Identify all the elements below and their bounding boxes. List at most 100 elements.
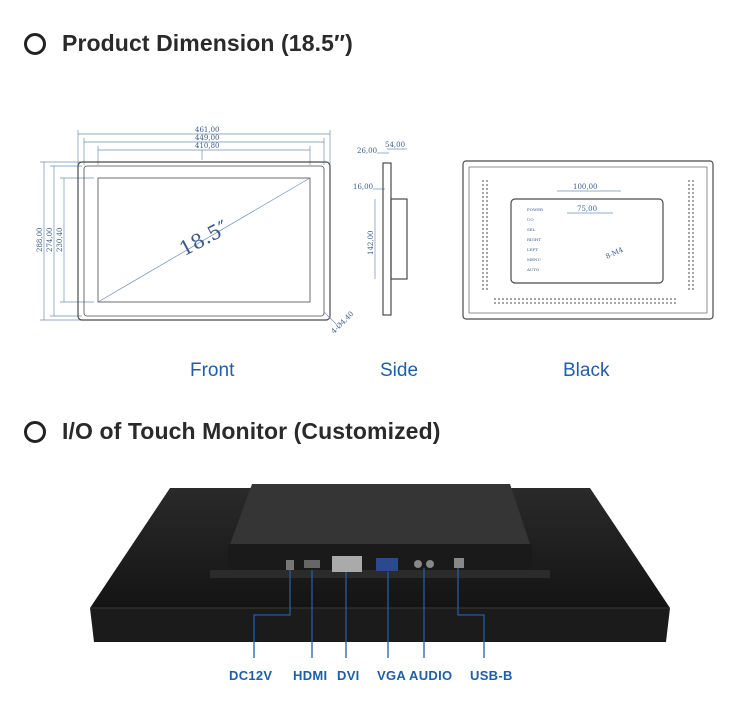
vent-hole xyxy=(486,228,488,230)
vent-hole xyxy=(566,298,568,300)
osd-button-label: RIGHT xyxy=(527,237,541,242)
osd-button-label: MENU xyxy=(527,257,542,262)
vent-hole xyxy=(482,288,484,290)
vent-hole xyxy=(590,302,592,304)
side-height-box: 142,00 xyxy=(367,231,375,256)
driver-box xyxy=(228,484,532,550)
vent-hole xyxy=(670,298,672,300)
vent-hole xyxy=(688,268,690,270)
vent-hole xyxy=(692,220,694,222)
vent-hole xyxy=(638,302,640,304)
vent-hole xyxy=(602,298,604,300)
vent-hole xyxy=(578,298,580,300)
vent-hole xyxy=(610,298,612,300)
vent-hole xyxy=(502,302,504,304)
vent-hole xyxy=(692,272,694,274)
circle-bullet-icon xyxy=(24,32,46,55)
vent-hole xyxy=(570,298,572,300)
vent-hole xyxy=(510,298,512,300)
vent-hole xyxy=(654,298,656,300)
vent-hole xyxy=(688,272,690,274)
vent-hole xyxy=(688,280,690,282)
vent-hole xyxy=(518,302,520,304)
vent-hole xyxy=(558,302,560,304)
vent-hole xyxy=(688,220,690,222)
vent-hole xyxy=(518,298,520,300)
vent-hole xyxy=(622,298,624,300)
vent-hole xyxy=(482,208,484,210)
vent-hole xyxy=(692,256,694,258)
vent-hole xyxy=(606,302,608,304)
vent-hole xyxy=(688,204,690,206)
vent-hole xyxy=(482,284,484,286)
vent-hole xyxy=(688,256,690,258)
monitor-rear-photo xyxy=(90,484,670,658)
vent-hole xyxy=(562,298,564,300)
vent-hole xyxy=(582,298,584,300)
vent-hole xyxy=(688,232,690,234)
dc-port xyxy=(286,560,294,570)
port-label-audio: AUDIO xyxy=(409,668,453,683)
vent-hole xyxy=(482,220,484,222)
vent-hole xyxy=(630,298,632,300)
vent-hole xyxy=(688,276,690,278)
vent-hole xyxy=(562,302,564,304)
vent-hole xyxy=(534,298,536,300)
vent-hole xyxy=(482,252,484,254)
vent-hole xyxy=(482,212,484,214)
vent-hole xyxy=(482,280,484,282)
vent-hole xyxy=(486,268,488,270)
vent-hole xyxy=(494,298,496,300)
vent-hole xyxy=(482,184,484,186)
vent-hole xyxy=(590,298,592,300)
vent-hole xyxy=(574,298,576,300)
vent-hole xyxy=(670,302,672,304)
vent-hole xyxy=(486,252,488,254)
vent-hole xyxy=(542,302,544,304)
circle-bullet-icon xyxy=(24,420,46,443)
vent-hole xyxy=(692,228,694,230)
vent-hole xyxy=(570,302,572,304)
section-heading-io: I/O of Touch Monitor (Customized) xyxy=(24,418,441,445)
vent-hole xyxy=(630,302,632,304)
vent-hole xyxy=(514,298,516,300)
vent-hole xyxy=(692,264,694,266)
vent-hole xyxy=(510,302,512,304)
vent-hole xyxy=(482,200,484,202)
vent-hole xyxy=(538,298,540,300)
vent-hole xyxy=(662,302,664,304)
vent-hole xyxy=(486,216,488,218)
hdmi-port xyxy=(304,560,320,568)
vent-hole xyxy=(486,260,488,262)
vent-hole xyxy=(558,298,560,300)
vent-hole xyxy=(530,298,532,300)
vent-hole xyxy=(482,244,484,246)
vent-hole xyxy=(566,302,568,304)
osd-button-label: POWER xyxy=(527,207,544,212)
vent-hole xyxy=(546,302,548,304)
vent-holes xyxy=(482,180,694,304)
back-screw-label: 8-M4 xyxy=(604,246,625,261)
vga-port xyxy=(376,558,398,571)
vent-hole xyxy=(688,284,690,286)
vent-hole xyxy=(486,212,488,214)
vent-hole xyxy=(482,260,484,262)
vent-hole xyxy=(688,212,690,214)
side-view-label: Side xyxy=(380,360,419,381)
vent-hole xyxy=(598,302,600,304)
front-width-inner: 410,80 xyxy=(195,142,220,150)
vent-hole xyxy=(482,192,484,194)
port-label-vga: VGA xyxy=(377,668,407,683)
vent-hole xyxy=(486,180,488,182)
back-vesa-75: 75,00 xyxy=(577,205,597,213)
vent-hole xyxy=(482,224,484,226)
back-view-label: Black xyxy=(563,360,610,381)
vent-hole xyxy=(486,264,488,266)
section-heading-dimension: Product Dimension (18.5″) xyxy=(24,30,353,57)
vent-hole xyxy=(538,302,540,304)
vent-hole xyxy=(692,204,694,206)
vent-hole xyxy=(542,298,544,300)
vent-hole xyxy=(482,276,484,278)
vent-hole xyxy=(692,200,694,202)
vent-hole xyxy=(692,212,694,214)
